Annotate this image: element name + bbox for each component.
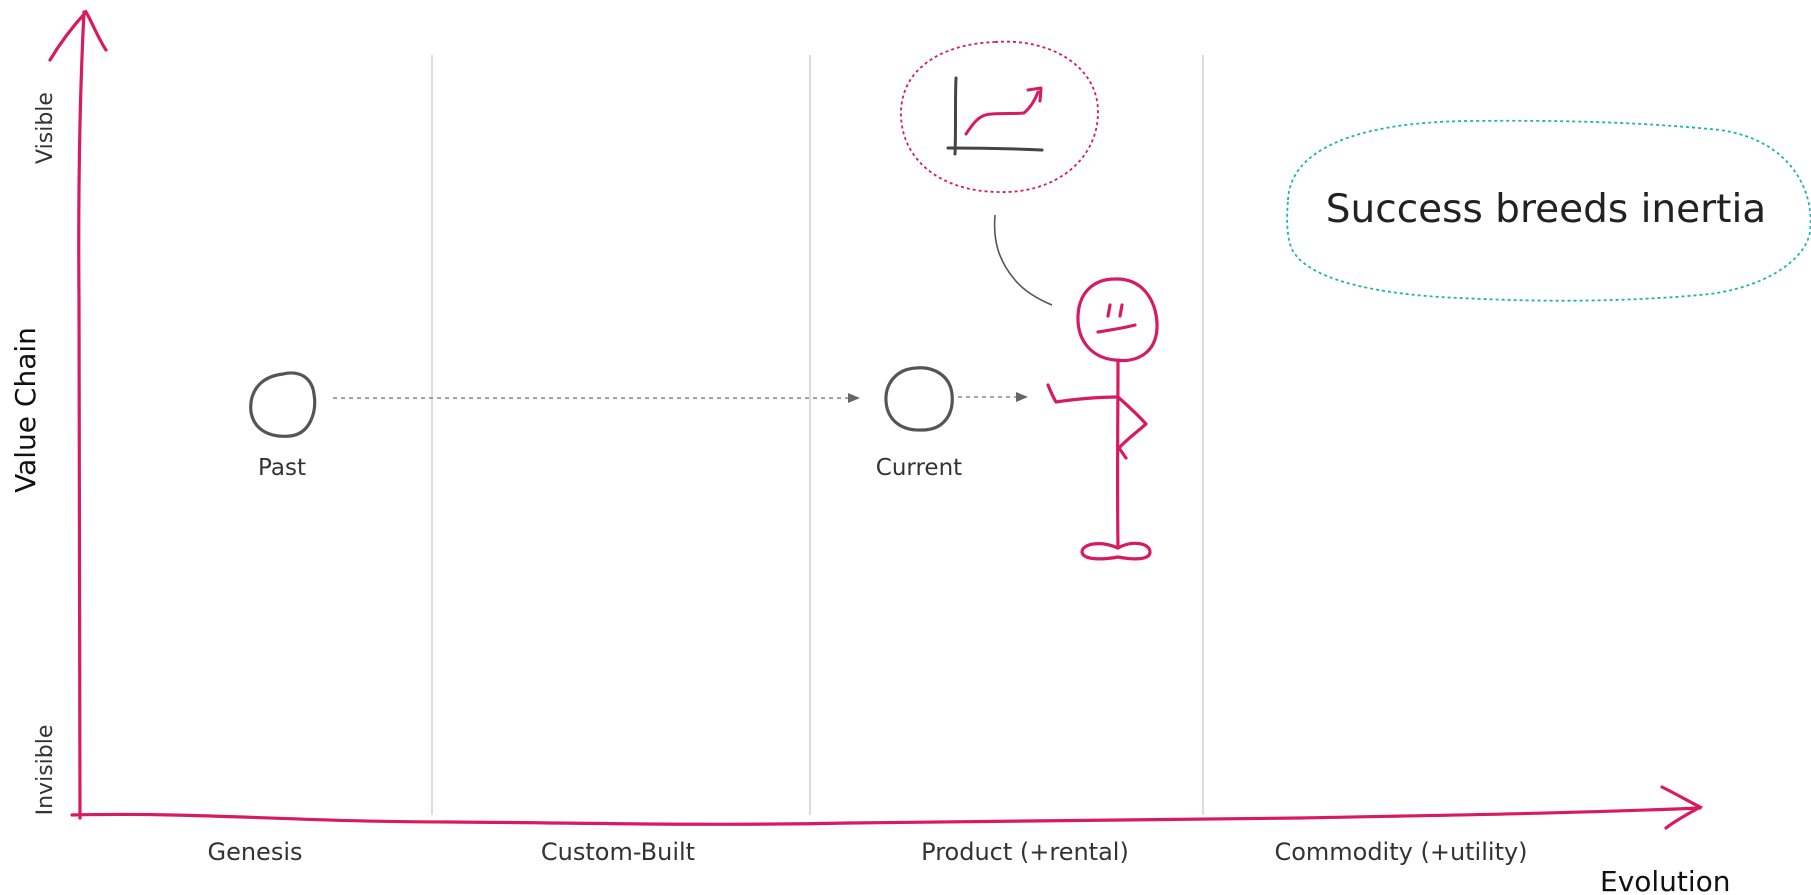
- y-axis-bottom-label: Invisible: [33, 725, 58, 816]
- y-axis-top-label: Visible: [33, 92, 58, 164]
- thought-connector: [993, 214, 1053, 306]
- stage-label-genesis: Genesis: [207, 838, 302, 866]
- stage-label-custom-built: Custom-Built: [541, 838, 695, 866]
- stick-figure-icon: [1046, 277, 1159, 561]
- component-current-node[interactable]: [884, 366, 954, 432]
- component-past-node[interactable]: [249, 371, 317, 438]
- x-axis-arrowhead: [1660, 785, 1704, 830]
- note-cloud: [1286, 119, 1811, 302]
- growth-chart-icon: [946, 76, 1044, 156]
- y-axis: [77, 10, 86, 820]
- y-axis-arrowhead: [48, 9, 108, 62]
- stage-label-commodity: Commodity (+utility): [1274, 838, 1527, 866]
- stage-label-product: Product (+rental): [921, 838, 1129, 866]
- thought-bubble: [900, 40, 1099, 193]
- component-current-label: Current: [876, 455, 962, 481]
- note-text: Success breeds inertia: [1326, 187, 1766, 232]
- x-axis: [70, 806, 1702, 826]
- x-axis-title: Evolution: [1600, 865, 1731, 895]
- y-axis-title: Value Chain: [9, 327, 42, 493]
- component-past-label: Past: [258, 455, 306, 481]
